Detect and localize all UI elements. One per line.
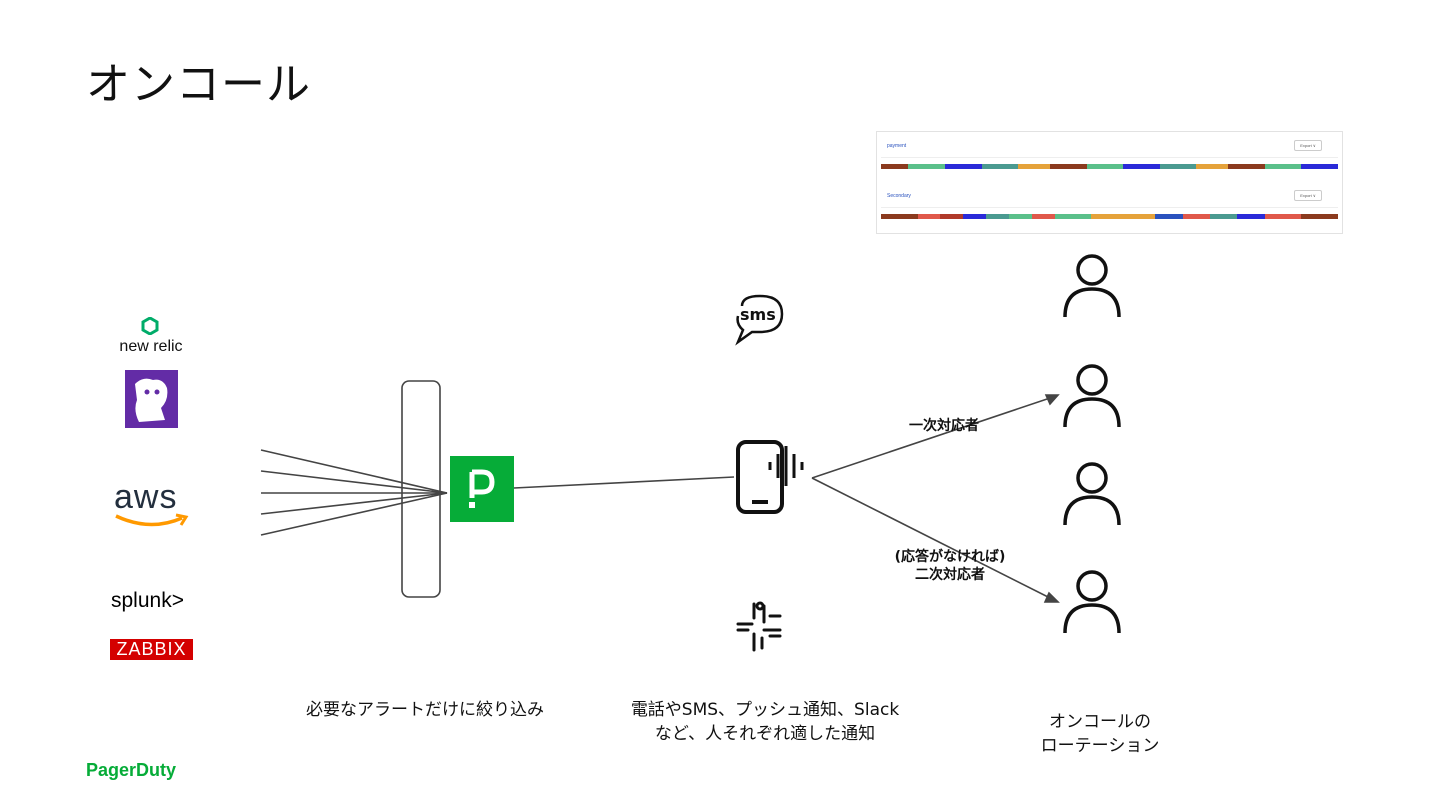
secondary-condition: (応答がなければ)	[894, 549, 1006, 565]
splunk-logo: splunk>	[111, 589, 184, 612]
person-icon	[1063, 364, 1121, 428]
filter-funnel	[401, 380, 441, 598]
slack-icon	[736, 601, 782, 652]
export-button[interactable]: Export ∨	[1294, 140, 1322, 151]
alert-input-lines	[260, 449, 448, 536]
filter-caption: 必要なアラートだけに絞り込み	[306, 700, 544, 720]
svg-text:sms: sms	[740, 305, 776, 324]
schedule-panel: Secondary Export ∨	[881, 184, 1338, 228]
pagerduty-to-phone-line	[513, 476, 735, 489]
secondary-responder: 二次対応者	[915, 567, 985, 583]
aws-logo: aws	[114, 478, 178, 516]
person-icon	[1063, 462, 1121, 526]
notify-caption-line2: など、人それぞれ適した通知	[654, 724, 876, 744]
schedule-panel: payment Export ∨	[881, 134, 1338, 178]
phone-vibrate-icon	[736, 440, 804, 514]
person-icon	[1063, 254, 1121, 318]
oncall-schedule-thumbnail: payment Export ∨ Secondary Export ∨	[876, 131, 1343, 234]
datadog-logo	[125, 370, 178, 428]
escalation-arrows	[811, 394, 1060, 603]
schedule-day-header	[881, 157, 1338, 164]
schedule-name: Secondary	[887, 193, 911, 199]
new-relic-icon	[141, 317, 159, 335]
rotation-caption: オンコールの ローテーション	[1020, 710, 1180, 758]
person-icon	[1063, 570, 1121, 634]
pagerduty-footer-logo: PagerDuty	[86, 760, 177, 780]
zabbix-logo: ZABBIX	[110, 639, 193, 660]
sms-icon: sms	[735, 294, 784, 346]
secondary-responder-label: (応答がなければ) 二次対応者	[880, 548, 1020, 584]
aws-smile-icon	[115, 513, 189, 527]
notify-caption-line1: 電話やSMS、プッシュ通知、Slack	[630, 700, 900, 720]
rotation-caption-line1: オンコールの	[1049, 712, 1151, 732]
notify-caption: 電話やSMS、プッシュ通知、Slack など、人それぞれ適した通知	[610, 698, 920, 746]
primary-responder-label: 一次対応者	[909, 418, 979, 434]
pagerduty-icon	[450, 456, 514, 522]
schedule-name: payment	[887, 143, 907, 149]
rotation-caption-line2: ローテーション	[1040, 736, 1160, 756]
schedule-rotation-bar	[881, 164, 1338, 169]
schedule-day-header	[881, 207, 1338, 214]
slide-title: オンコール	[86, 59, 311, 110]
new-relic-logo: new relic	[119, 338, 183, 355]
export-button[interactable]: Export ∨	[1294, 190, 1322, 201]
schedule-rotation-bar	[881, 214, 1338, 219]
